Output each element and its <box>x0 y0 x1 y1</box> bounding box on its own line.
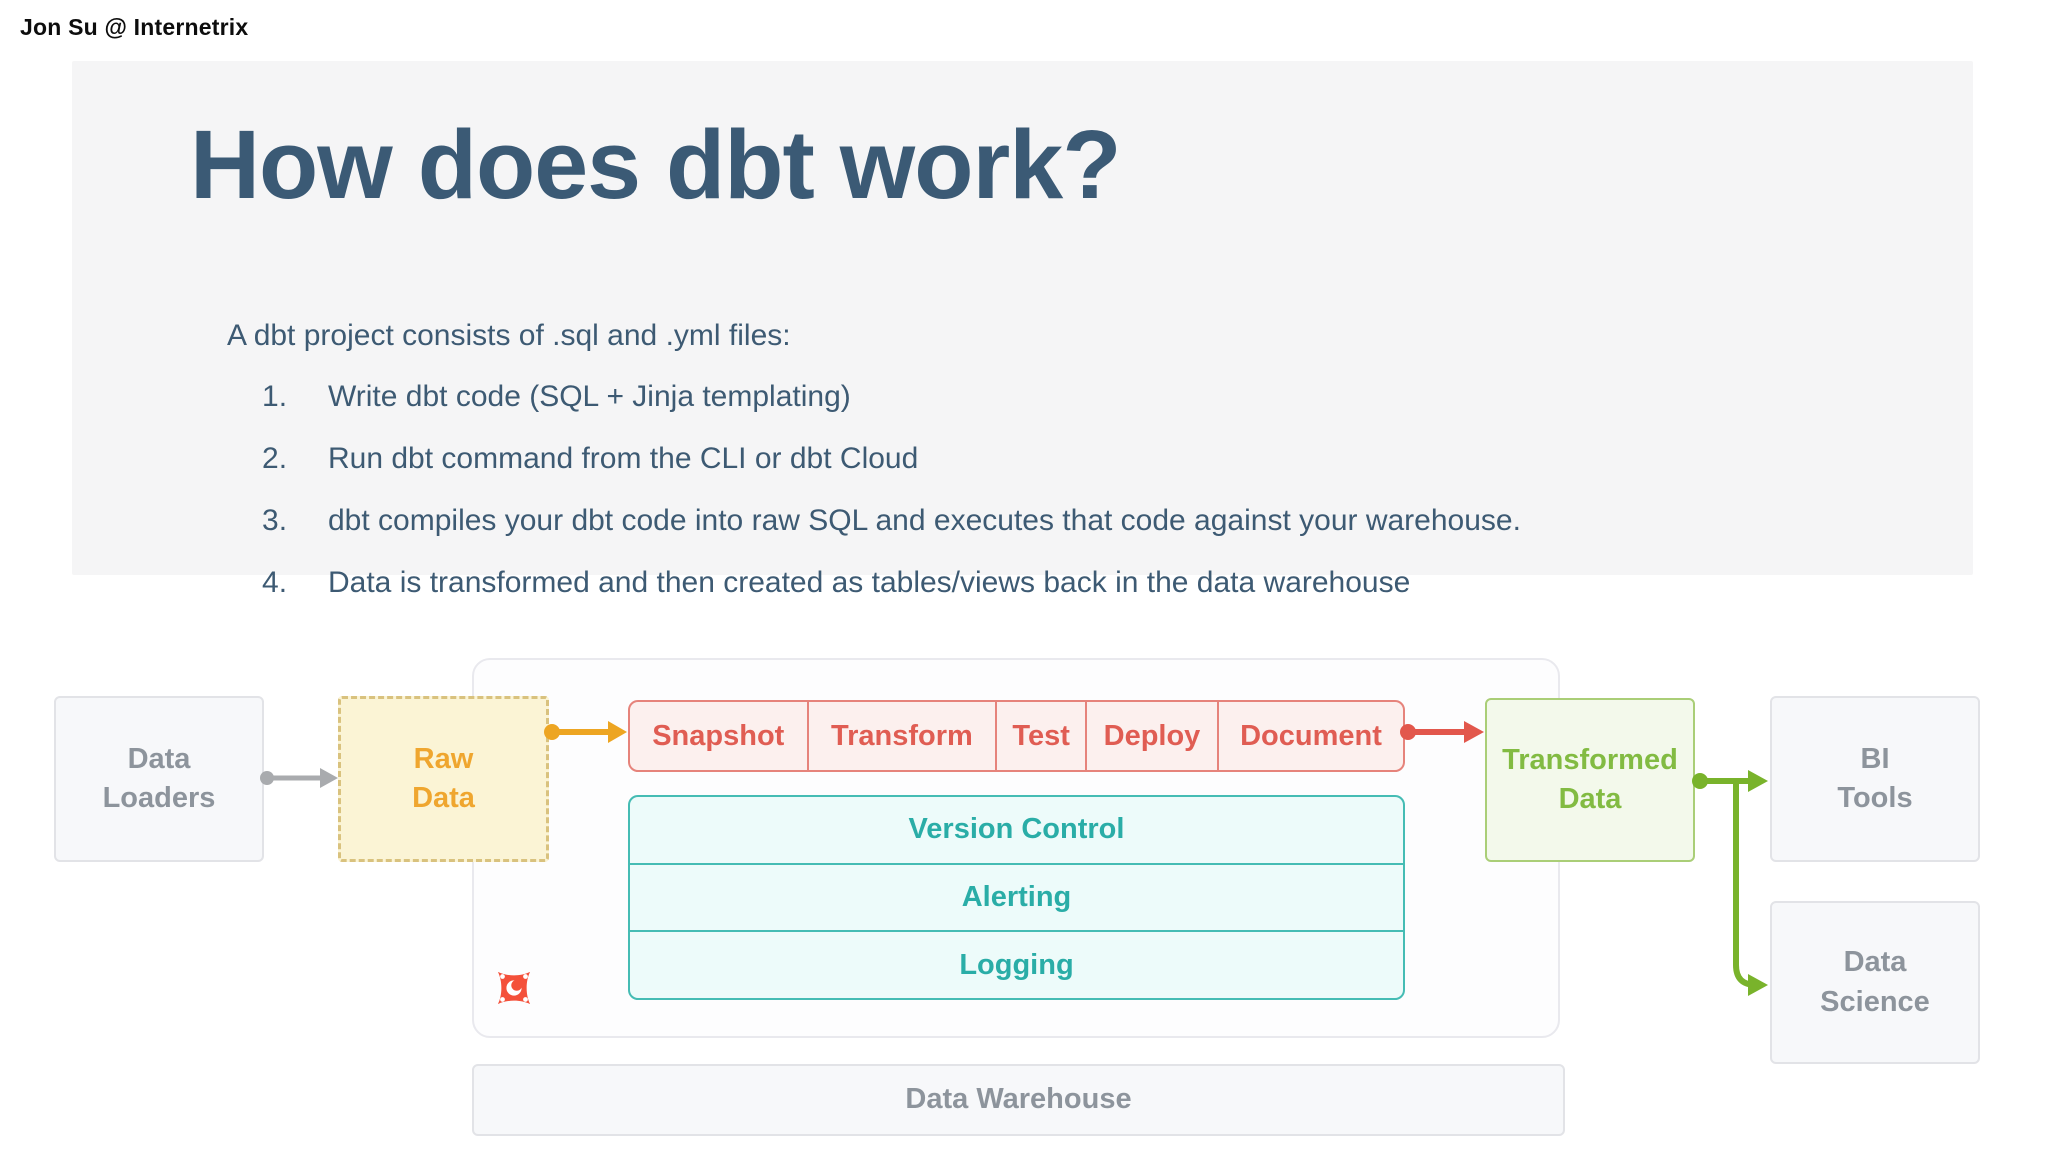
pipeline-step-transform: Transform <box>806 702 996 770</box>
node-transformed-data: Transformed Data <box>1485 698 1695 862</box>
step-text-3: dbt compiles your dbt code into raw SQL … <box>328 504 1521 537</box>
step-item-4: Data is transformed and then created as … <box>262 565 1862 601</box>
page-title: How does dbt work? <box>190 110 1121 219</box>
author-byline: Jon Su @ Internetrix <box>20 14 249 40</box>
pipeline-step-test: Test <box>995 702 1085 770</box>
arrow-transformed-to-bi <box>1692 770 1768 792</box>
pipeline-step-snapshot: Snapshot <box>652 719 785 752</box>
step-item-2: Run dbt command from the CLI or dbt Clou… <box>262 441 1862 477</box>
step-item-1: Write dbt code (SQL + Jinja templating) <box>262 379 1862 415</box>
service-logging: Logging <box>630 930 1403 998</box>
pipeline-step-deploy: Deploy <box>1084 702 1217 770</box>
step-text-2: Run dbt command from the CLI or dbt Clou… <box>328 442 919 475</box>
node-data-loaders: Data Loaders <box>54 696 264 862</box>
node-data-science: Data Science <box>1770 901 1980 1064</box>
node-bi-tools: BI Tools <box>1770 696 1980 862</box>
service-version-control: Version Control <box>908 813 1125 846</box>
arrow-loaders-to-raw <box>260 768 338 788</box>
step-text-4: Data is transformed and then created as … <box>328 566 1411 599</box>
node-raw-data: Raw Data <box>338 696 549 862</box>
step-item-3: dbt compiles your dbt code into raw SQL … <box>262 503 1862 539</box>
dbt-logo-icon <box>488 962 540 1014</box>
arrow-transformed-to-data-science <box>1733 781 1768 996</box>
pipeline-step-document: Document <box>1217 702 1403 770</box>
intro-text: A dbt project consists of .sql and .yml … <box>227 319 791 352</box>
node-data-warehouse: Data Warehouse <box>472 1064 1565 1136</box>
pipeline-row: Snapshot Transform Test Deploy Document <box>628 700 1405 772</box>
slide-panel: How does dbt work? A dbt project consist… <box>72 61 1973 601</box>
step-text-1: Write dbt code (SQL + Jinja templating) <box>328 380 851 413</box>
service-alerting: Alerting <box>630 862 1403 931</box>
services-stack: Version Control Alerting Logging <box>628 795 1405 1000</box>
steps-list: Write dbt code (SQL + Jinja templating) … <box>262 379 1862 627</box>
